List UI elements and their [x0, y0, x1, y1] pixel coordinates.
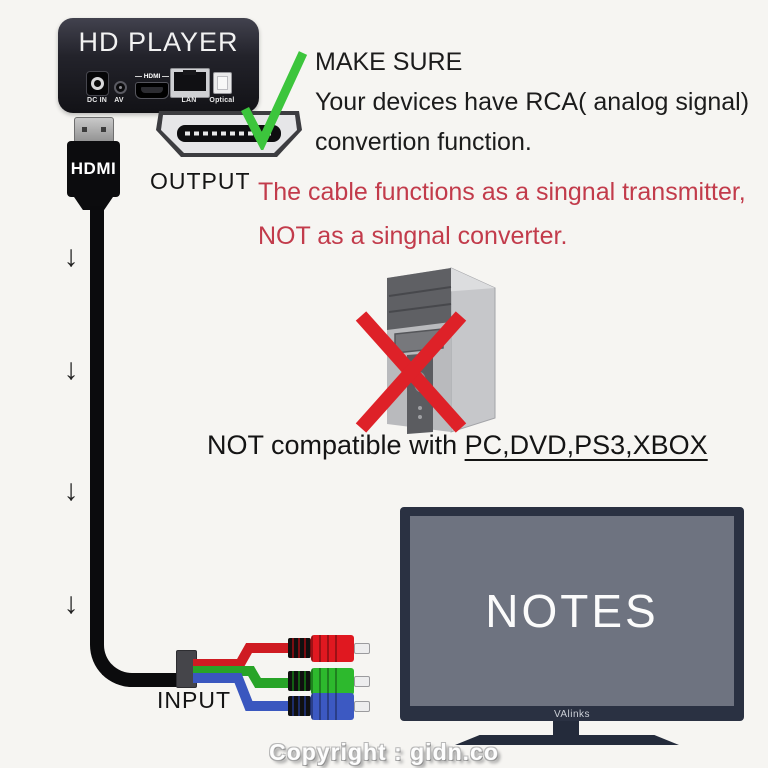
make-sure-line-2: convertion function.: [315, 128, 532, 156]
copyright-text: Copyright : gidn.co: [269, 739, 499, 765]
hdmi-port-label: HDMI: [131, 73, 173, 80]
av-port: [114, 81, 127, 94]
arrow-down-icon: ↓: [63, 474, 79, 507]
hdmi-plug-tip: [74, 117, 114, 144]
optical-port-label: Optical: [209, 97, 235, 104]
compatibility-devices: PC,DVD,PS3,XBOX: [464, 430, 708, 460]
hdmi-port: [135, 82, 169, 99]
hdmi-cable: [90, 206, 193, 687]
warning-line-1: The cable functions as a singnal transmi…: [258, 178, 746, 206]
rca-blue-tip: [354, 700, 370, 712]
tv-stand-base: [455, 735, 679, 745]
tv-stand-neck: [553, 721, 579, 737]
arrow-down-icon: ↓: [63, 353, 79, 386]
dc-in-port: [86, 71, 109, 96]
rca-red-ribs: [288, 638, 311, 658]
make-sure-line-1: Your devices have RCA( analog signal): [315, 88, 750, 116]
rca-red-body: [311, 634, 354, 662]
rca-connector-green: [288, 667, 370, 695]
compatibility-prefix: NOT compatible with: [207, 430, 465, 460]
arrow-down-icon: ↓: [63, 587, 79, 620]
input-label: INPUT: [157, 687, 231, 713]
tv-screen-label: NOTES: [485, 585, 659, 637]
hd-player-device: HD PLAYER HDMI DC IN AV LAN Optical: [58, 18, 259, 113]
make-sure-text: MAKE SURE Your devices have RCA( analog …: [315, 42, 749, 162]
rca-green-ribs: [288, 671, 311, 691]
cross-icon: [355, 311, 467, 433]
checkmark-icon: [240, 51, 308, 150]
av-port-label: AV: [114, 97, 124, 104]
arrow-down-icon: ↓: [63, 240, 79, 273]
lan-port: [170, 68, 210, 98]
tv-illustration: NOTES VAlinks: [400, 507, 744, 721]
rca-cables: [193, 643, 292, 711]
optical-port: [213, 72, 232, 94]
rca-blue-body: [311, 692, 354, 720]
dc-in-port-label: DC IN: [86, 97, 108, 104]
rca-connector-blue: [288, 692, 370, 720]
tv-brand: VAlinks: [553, 709, 591, 720]
rca-blue-ribs: [288, 696, 311, 716]
tv-screen: NOTES: [410, 516, 734, 706]
rca-red-tip: [354, 642, 370, 654]
lan-port-label: LAN: [181, 97, 197, 104]
rca-green-body: [311, 667, 354, 695]
hd-player-title: HD PLAYER: [78, 27, 239, 57]
rca-green-tip: [354, 675, 370, 687]
warning-line-2: NOT as a singnal converter.: [258, 222, 568, 250]
output-label: OUTPUT: [150, 168, 251, 194]
hdmi-plug: HDMI: [67, 141, 120, 197]
rca-connector-red: [288, 634, 370, 662]
make-sure-heading: MAKE SURE: [315, 48, 463, 76]
warning-text: The cable functions as a singnal transmi…: [258, 170, 746, 258]
compatibility-text: NOT compatible with PC,DVD,PS3,XBOX: [207, 430, 708, 461]
hdmi-plug-label: HDMI: [70, 159, 117, 178]
